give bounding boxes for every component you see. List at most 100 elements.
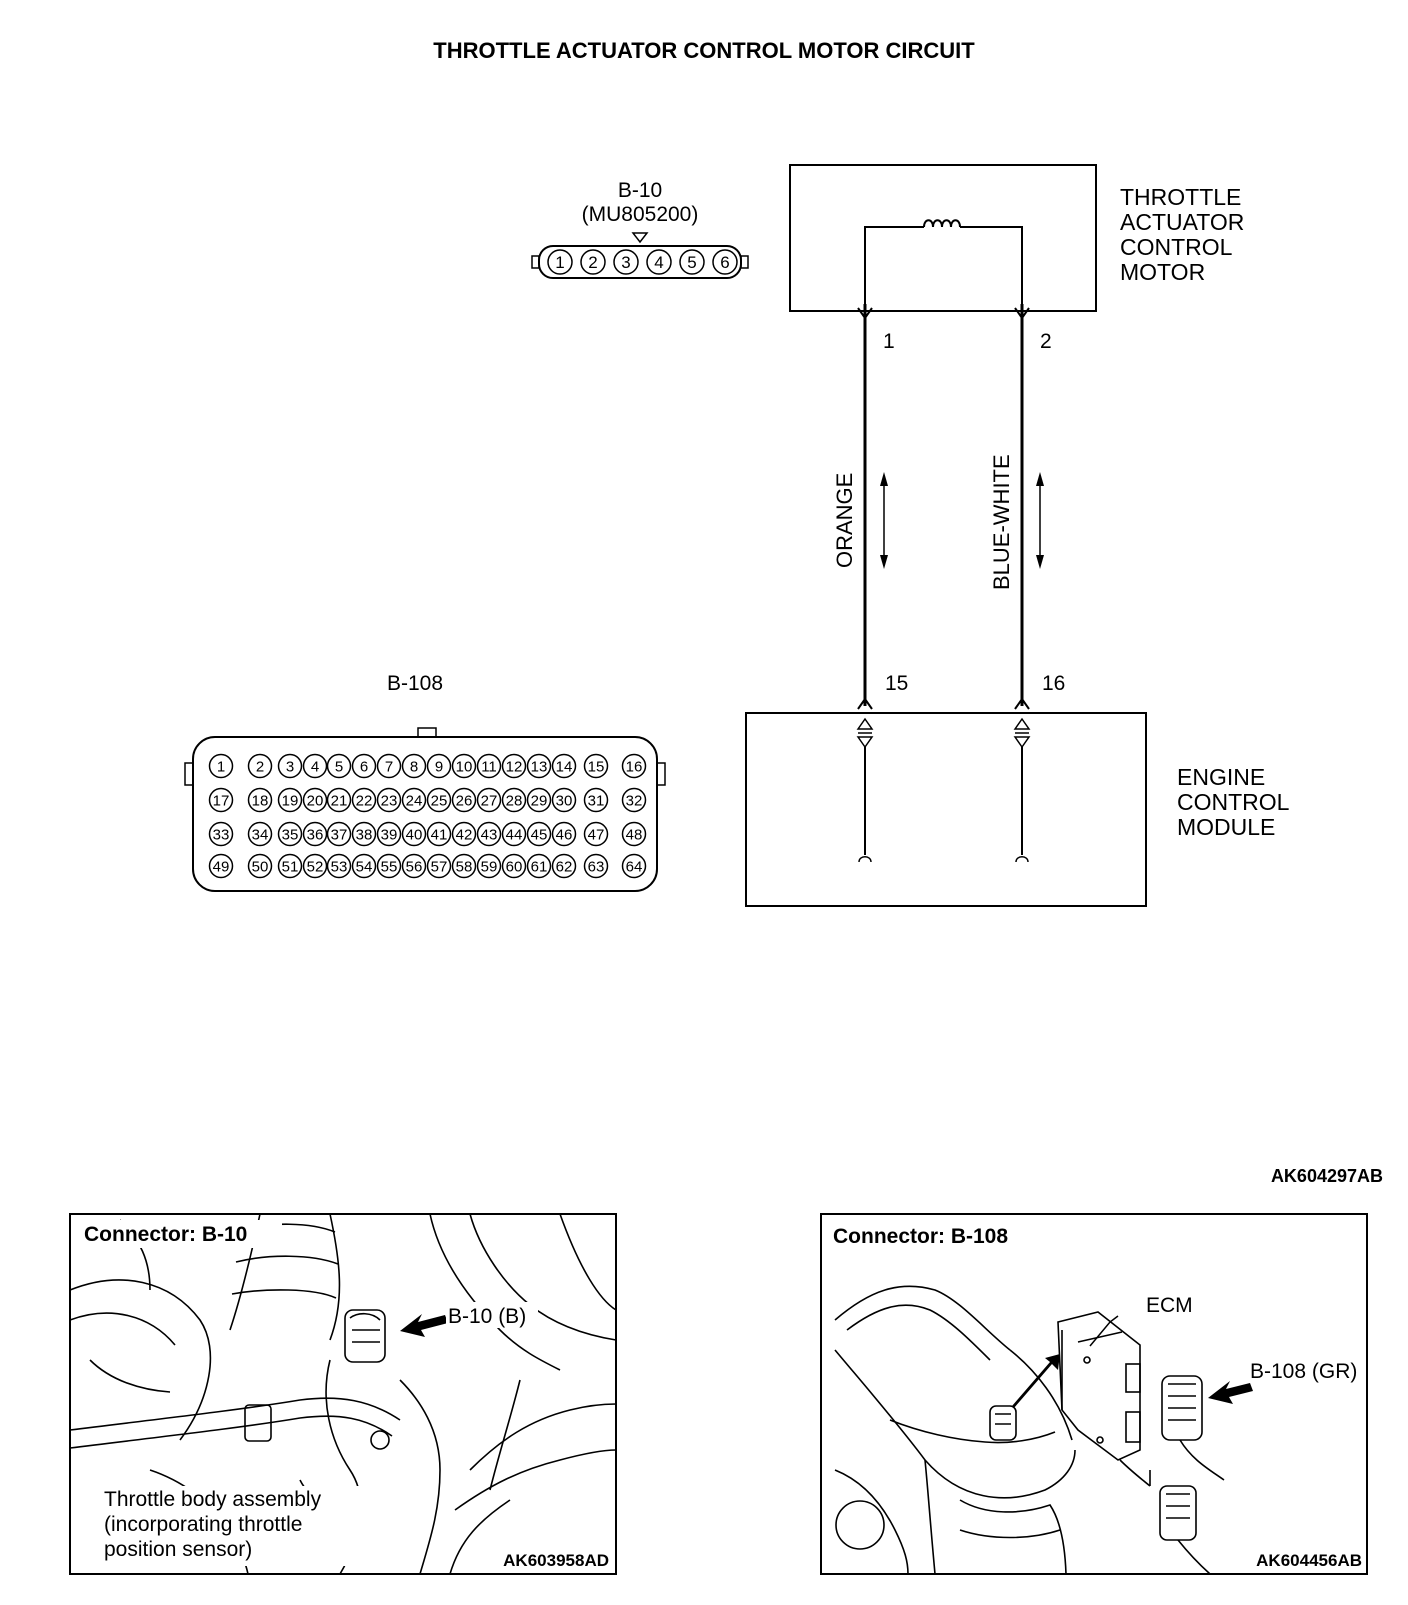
connector-b108-housing: [192, 736, 658, 892]
connector-b108-pin-circle: [526, 787, 552, 813]
connector-b108-pin-number: 14: [556, 758, 573, 775]
connector-b108-pin: 24: [401, 787, 427, 813]
connector-b10-pin-circle: [580, 249, 606, 275]
connector-b108-pin: 25: [426, 787, 452, 813]
connector-b108-pin-circle: [247, 787, 273, 813]
connector-b108-pin-circle: [326, 821, 352, 847]
connector-b108-pin: 9: [426, 753, 452, 779]
motor-label-line-1: THROTTLE: [1120, 184, 1241, 210]
connector-b108-pin-circle: [247, 821, 273, 847]
connector-b108-pin: 27: [476, 787, 502, 813]
connector-b108-pin-number: 6: [360, 758, 368, 775]
connector-b108-pin: 63: [583, 853, 609, 879]
connector-b108-pin-circle: [351, 787, 377, 813]
connector-b10-housing: [538, 245, 742, 279]
connector-b108-pin: 29: [526, 787, 552, 813]
connector-b108-pin: 28: [501, 787, 527, 813]
connector-b108-pin-circle: [426, 821, 452, 847]
connector-b108-pin-number: 54: [356, 858, 373, 875]
connector-b108-pin-circle: [208, 787, 234, 813]
connector-b108-pin-circle: [277, 853, 303, 879]
connector-b108-pin: 56: [401, 853, 427, 879]
wire-orange-motor-pin: 1: [883, 330, 895, 353]
connector-b108-pin: 18: [247, 787, 273, 813]
connector-b108-pin: 19: [277, 787, 303, 813]
connector-b108-pin: 46: [551, 821, 577, 847]
connector-b108-pin: 34: [247, 821, 273, 847]
photo-b108-callout: B-108 (GR): [1250, 1360, 1357, 1383]
motor-box: [789, 164, 1097, 312]
connector-b108-pin: 20: [302, 787, 328, 813]
connector-b108-pin: 2: [247, 753, 273, 779]
connector-b108-pin: 16: [621, 753, 647, 779]
connector-b108-pin-number: 5: [335, 758, 343, 775]
connector-b108-pin-circle: [621, 853, 647, 879]
photo-b10-code: AK603958AD: [503, 1551, 609, 1570]
connector-b10-pin-circle: [613, 249, 639, 275]
connector-b108-pin-circle: [326, 787, 352, 813]
connector-b10-left-tab: [531, 255, 540, 269]
connector-b108-pin-circle: [277, 753, 303, 779]
connector-b108-pin-number: 25: [431, 792, 448, 809]
connector-b108-pin: 57: [426, 853, 452, 879]
photo-b108-car-illustration: [834, 1285, 1225, 1575]
connector-b108-pin-circle: [376, 787, 402, 813]
connector-b108-pin-circle: [526, 853, 552, 879]
connector-b108-pin-circle: [208, 853, 234, 879]
connector-b108-pin-circle: [277, 787, 303, 813]
connector-b108-pin-circle: [583, 821, 609, 847]
connector-b108-pin-number: 64: [626, 858, 643, 875]
connector-b108-pin-number: 41: [431, 826, 448, 843]
diagram-code: AK604297AB: [1271, 1166, 1383, 1186]
connector-b108-pin-circle: [451, 753, 477, 779]
connector-b108-pin-number: 34: [252, 826, 269, 843]
photo-b10-caption-line-1: Throttle body assembly: [104, 1488, 322, 1511]
photo-b10-callout: B-10 (B): [448, 1305, 526, 1328]
connector-b108-pin-circle: [351, 821, 377, 847]
connector-b10-part-number: (MU805200): [582, 203, 699, 226]
connector-b108-pin-circle: [583, 787, 609, 813]
connector-b108-pin-number: 53: [331, 858, 348, 875]
motor-winding-wire: [864, 226, 1023, 304]
connector-b108-pin-number: 46: [556, 826, 573, 843]
connector-b108-pin-number: 40: [406, 826, 423, 843]
wire-orange-motor-terminal: [857, 307, 873, 320]
connector-b10-pin: 4: [646, 249, 672, 275]
connector-b108-pin-number: 10: [456, 758, 473, 775]
connector-b108-pin-number: 45: [531, 826, 548, 843]
wire-blue-white: 2 BLUE-WHITE 16: [989, 304, 1065, 710]
connector-b108-pin-number: 23: [381, 792, 398, 809]
connector-b108-pin: 11: [476, 753, 502, 779]
connector-b108-pin: 52: [302, 853, 328, 879]
connector-b108-pin-circle: [501, 787, 527, 813]
motor-label-line-2: ACTUATOR: [1120, 209, 1244, 235]
connector-b108-pin: 47: [583, 821, 609, 847]
connector-b108-pin-circle: [376, 753, 402, 779]
connector-b10-pin: 6: [712, 249, 738, 275]
connector-b108-pin: 50: [247, 853, 273, 879]
connector-b108-pin-number: 58: [456, 858, 473, 875]
connector-b108-pin-circle: [476, 853, 502, 879]
ecm-label-line-3: MODULE: [1177, 814, 1275, 840]
connector-b108-pin: 62: [551, 853, 577, 879]
connector-b108-pin: 48: [621, 821, 647, 847]
ecm-box: [745, 712, 1147, 907]
photo-b108-ecm-label: ECM: [1146, 1294, 1193, 1317]
photo-b10-title: Connector: B-10: [84, 1223, 247, 1246]
connector-b10-pin: 5: [679, 249, 705, 275]
connector-b108-pin-circle: [526, 821, 552, 847]
connector-b108-pin-circle: [501, 853, 527, 879]
connector-b108-pin-number: 24: [406, 792, 423, 809]
connector-b108-pin: 32: [621, 787, 647, 813]
connector-b108-pin-number: 48: [626, 826, 643, 843]
ecm-terminal-16: [1013, 717, 1031, 863]
connector-b108-pin-number: 21: [331, 792, 348, 809]
photo-b10-caption-line-2: (incorporating throttle: [104, 1513, 302, 1536]
connector-b10-key-triangle: [631, 232, 649, 244]
connector-b108-pin-circle: [208, 753, 234, 779]
connector-b108-pin-circle: [621, 787, 647, 813]
connector-b108-pin-circle: [401, 853, 427, 879]
connector-b108-pin: 59: [476, 853, 502, 879]
connector-b108-key: [417, 727, 437, 738]
